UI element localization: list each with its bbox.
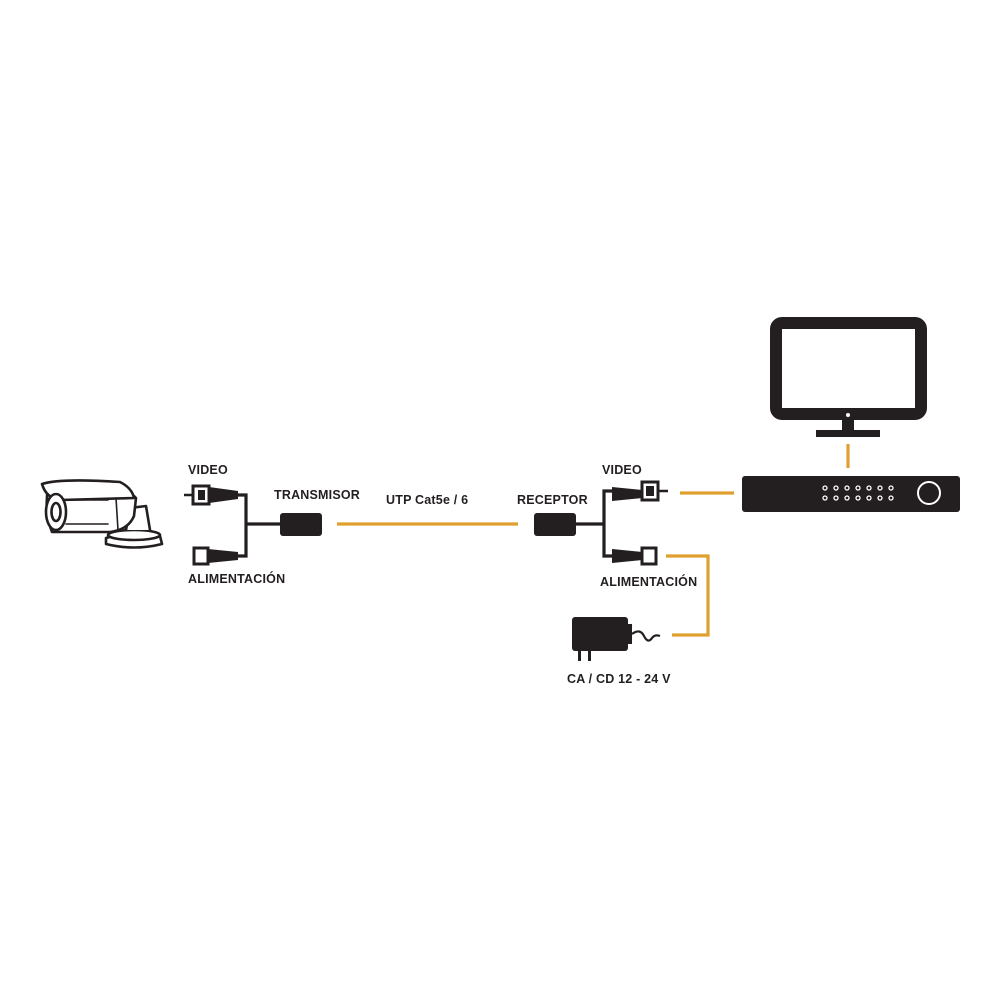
power-supply-label: CA / CD 12 - 24 V <box>567 672 671 686</box>
transmitter-label: TRANSMISOR <box>274 488 361 502</box>
dc-power-connector-icon <box>640 546 658 566</box>
rx-pigtail-wires <box>574 489 612 558</box>
rx-video-connector <box>612 480 668 502</box>
rx-video-label: VIDEO <box>602 463 642 477</box>
tx-video-label: VIDEO <box>188 463 228 477</box>
tx-pigtail-wires <box>238 493 282 558</box>
tx-power-label: ALIMENTACIÓN <box>188 572 286 586</box>
dc-power-connector-icon <box>192 546 210 566</box>
dvr-indicator-leds <box>822 485 894 501</box>
tx-power-connector <box>192 546 238 566</box>
transmitter-balun <box>280 513 322 536</box>
rx-power-connector <box>612 546 658 566</box>
tx-video-connector <box>184 484 238 506</box>
power-adapter-icon <box>572 617 661 661</box>
dvr-knob <box>917 481 941 505</box>
receiver-label: RECEPTOR <box>517 493 588 507</box>
power-link-cable <box>666 554 710 637</box>
rx-power-label: ALIMENTACIÓN <box>600 575 698 589</box>
cctv-bullet-camera-icon <box>40 479 164 549</box>
receiver-balun <box>534 513 576 536</box>
monitor-icon <box>770 317 927 437</box>
cable-label: UTP Cat5e / 6 <box>386 493 469 507</box>
dvr-recorder-icon <box>742 476 960 512</box>
